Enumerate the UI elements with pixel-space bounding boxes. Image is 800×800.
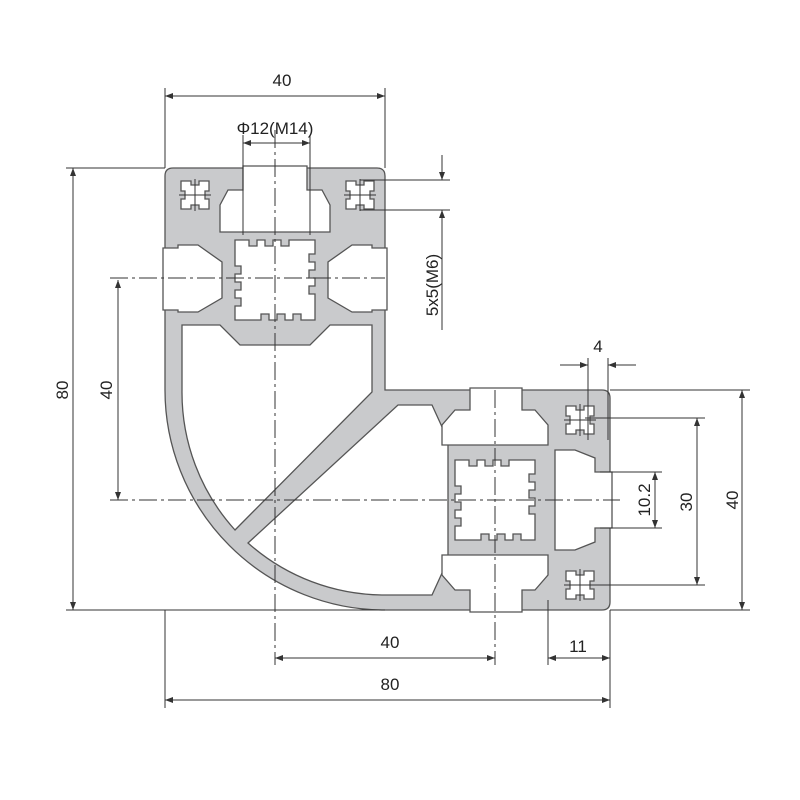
dim-slot-wall: 4 <box>593 337 602 356</box>
dim-slot-opening: 10.2 <box>635 483 654 516</box>
dim-slot-diameter: Φ12(M14) <box>237 119 314 138</box>
dim-left-inner: 40 <box>97 381 116 400</box>
corner-hole <box>563 403 597 437</box>
dim-left-height: 80 <box>53 381 72 400</box>
corner-hole <box>343 178 377 212</box>
dim-slot-size: 5x5(M6) <box>423 254 442 316</box>
corner-hole <box>178 178 212 212</box>
dim-bottom-width: 80 <box>381 675 400 694</box>
dim-top-width: 40 <box>273 71 292 90</box>
dim-right-height: 40 <box>723 491 742 510</box>
dimension-lines <box>66 88 750 708</box>
upper-chamber <box>181 324 373 531</box>
dim-slot-span: 30 <box>677 493 696 512</box>
top-slot-right-block <box>441 387 549 446</box>
bottom-slot-right-block <box>441 554 549 613</box>
dim-bottom-offset: 11 <box>569 637 587 656</box>
dim-bottom-inner: 40 <box>381 633 400 652</box>
